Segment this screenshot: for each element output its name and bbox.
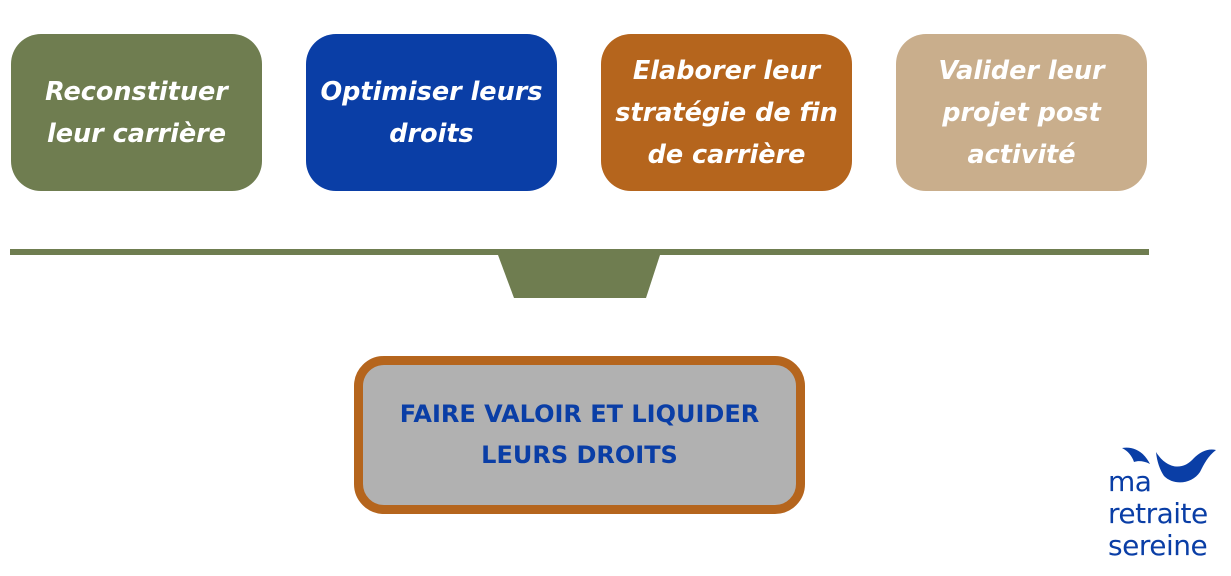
bird-wings-icon — [1122, 447, 1216, 483]
step-box-label: Elaborer leur stratégie de fin de carriè… — [615, 50, 837, 176]
step-label-line: projet post — [942, 97, 1101, 128]
logo-text: ma retraite sereine — [1108, 466, 1208, 562]
step-box-optimiser: Optimiser leurs droits — [306, 34, 557, 191]
divider-line — [10, 249, 1149, 255]
step-label-line: Elaborer leur — [632, 55, 821, 86]
step-box-label: Valider leur projet post activité — [938, 50, 1104, 176]
logo-ma-retraite-sereine: ma retraite sereine — [1104, 438, 1224, 574]
funnel-trapezoid — [498, 255, 660, 298]
result-label: FAIRE VALOIR ET LIQUIDER LEURS DROITS — [400, 394, 759, 476]
logo-text-line: ma — [1108, 465, 1152, 498]
wing-left — [1122, 447, 1150, 464]
step-box-reconstituer: Reconstituer leur carrière — [11, 34, 262, 191]
step-label-line: droits — [389, 118, 474, 149]
result-label-line: FAIRE VALOIR ET LIQUIDER — [399, 400, 760, 428]
funnel-shape — [498, 255, 660, 298]
step-label-line: Reconstituer — [45, 76, 228, 107]
step-label-line: stratégie de fin — [615, 97, 838, 128]
step-label-line: Valider leur — [938, 55, 1105, 86]
step-box-label: Reconstituer leur carrière — [45, 71, 228, 155]
step-label-line: leur carrière — [46, 118, 227, 149]
result-label-line: LEURS DROITS — [481, 441, 678, 469]
step-box-elaborer: Elaborer leur stratégie de fin de carriè… — [601, 34, 852, 191]
step-label-line: activité — [967, 139, 1076, 170]
logo-text-line: sereine — [1108, 529, 1208, 562]
result-box: FAIRE VALOIR ET LIQUIDER LEURS DROITS — [354, 356, 805, 514]
wing-right — [1156, 449, 1216, 483]
step-label-line: de carrière — [647, 139, 806, 170]
step-box-label: Optimiser leurs droits — [320, 71, 542, 155]
step-label-line: Optimiser leurs — [320, 76, 543, 107]
logo-text-line: retraite — [1108, 497, 1208, 530]
step-box-valider: Valider leur projet post activité — [896, 34, 1147, 191]
